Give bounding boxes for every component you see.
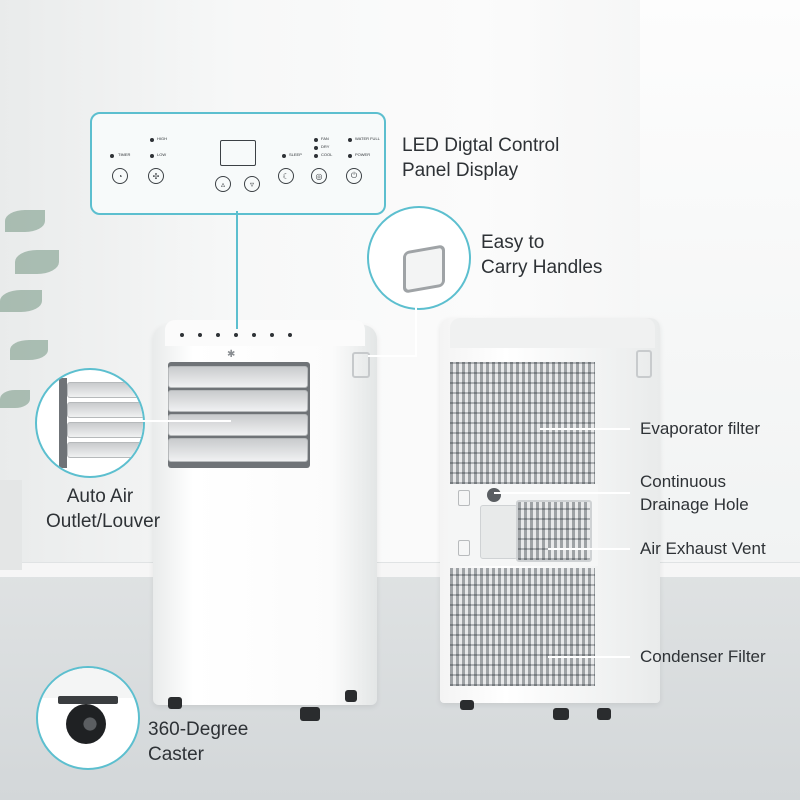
plant [0,190,60,450]
label-power: POWER [355,152,371,157]
drainage-connector-line [494,492,630,494]
label-drainage: Continuous Drainage Hole [640,472,749,514]
rear-clip [458,490,470,506]
side-handle [636,350,652,378]
snowflake-logo: ✱ [227,349,236,360]
label-high: HIGH [157,136,167,141]
fan-icon[interactable]: ✣ [148,168,164,184]
caster-wheel [460,700,474,710]
label-condenser: Condenser Filter [640,647,766,666]
plant-pot [0,480,22,570]
window [640,0,800,560]
label-sleep: SLEEP [289,152,302,157]
caster-wheel [300,707,320,721]
label-cool: COOL [321,152,333,157]
mode-icon[interactable]: ◎ [311,168,327,184]
louver-blade [168,414,308,436]
condenser-grille [450,568,595,686]
handle-callout-circle [367,206,471,310]
label-dry: DRY [321,144,330,149]
louver-blade [168,366,308,388]
louver-blade [168,438,308,462]
power-socket-plate [480,505,518,559]
ac-back-top [450,318,655,348]
drain-hole [487,488,501,502]
sleep-icon[interactable]: ☾ [278,168,294,184]
up-arrow-icon[interactable]: ▵ [215,176,231,192]
label-low: LOW [157,152,167,157]
caster-callout-circle [36,666,140,770]
handle-recess [352,352,370,378]
label-fan: FAN [321,136,329,141]
rear-clip [458,540,470,556]
louver-blade [168,390,308,412]
power-icon[interactable]: ⏻ [346,168,362,184]
label-timer: TIMER [118,152,131,157]
caster-wheel [553,708,569,720]
timer-icon[interactable]: ◔ [112,168,128,184]
caster-wheel [597,708,611,720]
baseboard [0,562,800,577]
handle-connector-line [368,355,417,357]
led-display [220,140,256,166]
evaporator-grille [450,362,595,484]
handle-closeup [403,244,445,294]
label-water-full: WATER FULL [355,136,380,141]
down-arrow-icon[interactable]: ▿ [244,176,260,192]
caster-wheel [168,697,182,709]
label-handles: Easy to Carry Handles [481,232,603,278]
louver-callout-circle [35,368,145,478]
panel-connector-line [236,211,238,329]
caster-wheel [345,690,357,702]
handle-connector-line [415,306,417,356]
exhaust-vent [516,500,592,562]
louver-connector-line [141,420,231,422]
caster-wheel-closeup [66,704,106,744]
label-evaporator: Evaporator filter [640,419,760,438]
control-panel-callout: HIGH TIMER LOW SLEEP FAN DRY COOL WATER … [90,112,386,215]
evaporator-connector-line [540,428,630,430]
top-control-strip [180,328,330,342]
label-louver: Auto Air Outlet/Louver [46,486,161,532]
exhaust-connector-line [548,548,630,550]
condenser-connector-line [548,656,630,658]
label-control-panel: LED Digtal Control Panel Display [402,135,560,181]
label-caster: 360-Degree Caster [148,719,249,765]
label-exhaust: Air Exhaust Vent [640,539,766,558]
